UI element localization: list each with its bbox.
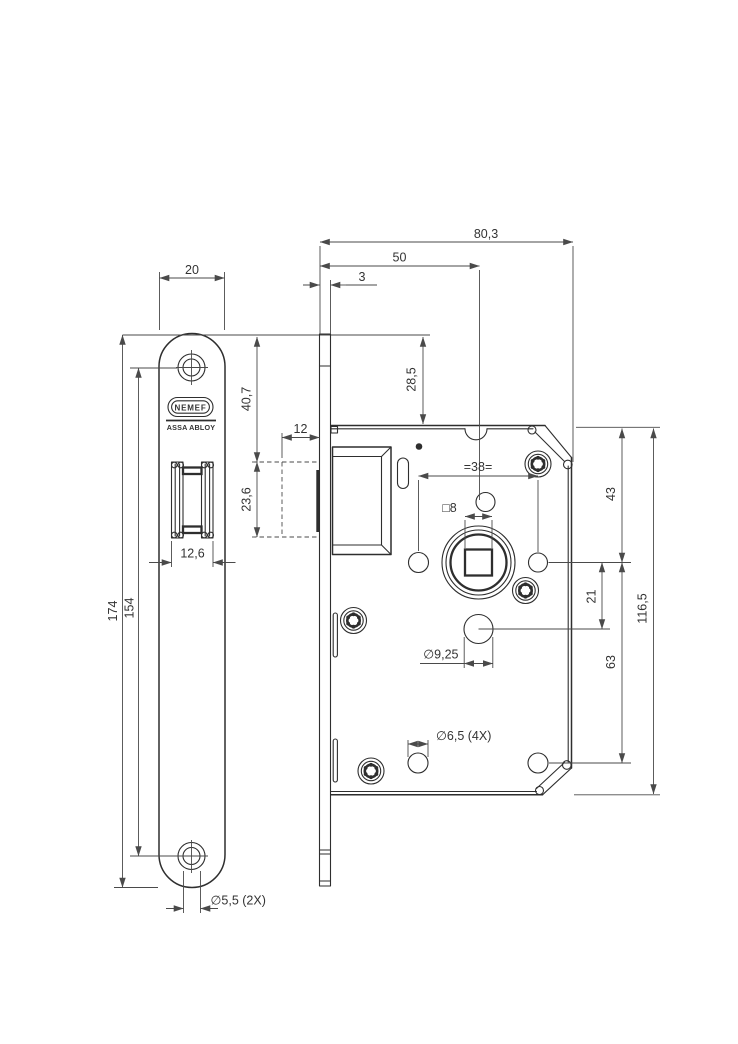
faceplate-top-screw-hole	[176, 350, 208, 385]
dim-handle-holes-spacing: =38=	[464, 460, 493, 474]
brand-subbrand-text: ASSA ABLOY	[167, 423, 216, 432]
oval-slot	[396, 457, 410, 490]
lock-case-outline	[330, 424, 573, 796]
follower-hub	[441, 525, 516, 600]
upper-spindle-hole	[475, 491, 496, 513]
dim-screw-hole-distance: 154	[123, 598, 137, 619]
case-top-notch	[464, 428, 488, 441]
dim-faceplate-length: 174	[106, 601, 120, 622]
latch-housing	[331, 446, 392, 556]
dim-spindle-square: □8	[442, 501, 457, 515]
front-view-dimensions: 20 174 154 12,6 ∅5,5 (2X)	[106, 263, 430, 913]
dim-latch-projection: 12	[294, 422, 308, 436]
dim-backset: 50	[393, 251, 407, 265]
spindle-square-hole	[463, 548, 494, 577]
edge-slot-upper	[332, 612, 338, 658]
torx-screw	[511, 576, 540, 605]
dim-fixing-holes-diameter: ∅6,5 (4X)	[436, 729, 491, 743]
torx-screw	[523, 449, 553, 479]
dim-latch-height: 23,6	[240, 487, 254, 511]
dim-spindle-to-lower-hole: 21	[585, 590, 599, 604]
dim-latch-width: 12,6	[180, 547, 204, 561]
dim-top-to-latch: 40,7	[240, 387, 254, 411]
faceplate-front-view: NEMEF ASSA ABLOY	[158, 332, 226, 889]
dim-faceplate-screw-holes: ∅5,5 (2X)	[211, 894, 266, 908]
dim-faceplate-width: 20	[185, 263, 199, 277]
dim-lower-hole-diameter: ∅9,25	[423, 648, 458, 662]
edge-slot-lower	[332, 738, 338, 783]
dim-case-total-depth: 80,3	[474, 227, 498, 241]
dim-spindle-to-bottom-hole: 63	[604, 655, 618, 669]
dim-faceplate-thickness: 3	[359, 270, 366, 284]
dim-top-to-case: 28,5	[405, 367, 419, 391]
latch-bolt-edge	[316, 470, 320, 532]
latch-bolt-front-view	[170, 461, 215, 539]
pivot-pin	[415, 443, 423, 450]
fixing-hole-bottom-right	[527, 752, 549, 774]
case-top-tab	[330, 425, 339, 434]
faceplate-bottom-screw-hole	[176, 840, 208, 873]
brand-logo-text: NEMEF	[175, 404, 207, 413]
dim-case-height: 116,5	[636, 593, 650, 623]
faceplate-side-view	[316, 333, 332, 887]
handle-screw-hole-left	[407, 551, 430, 574]
torx-screw	[339, 606, 368, 635]
faceplate-outline	[158, 332, 226, 889]
latch-projection-dashed	[252, 461, 318, 538]
dim-case-top-to-spindle: 43	[604, 487, 618, 501]
fixing-hole-bottom-left	[407, 752, 429, 774]
torx-screw	[356, 756, 386, 786]
side-view-dimensions: 80,3 50 3 28,5 12 40,7 23,6 =38=	[240, 227, 660, 796]
lock-case-view	[316, 333, 573, 887]
handle-screw-hole-right	[527, 552, 549, 573]
brand-badge: NEMEF ASSA ABLOY	[166, 396, 216, 432]
